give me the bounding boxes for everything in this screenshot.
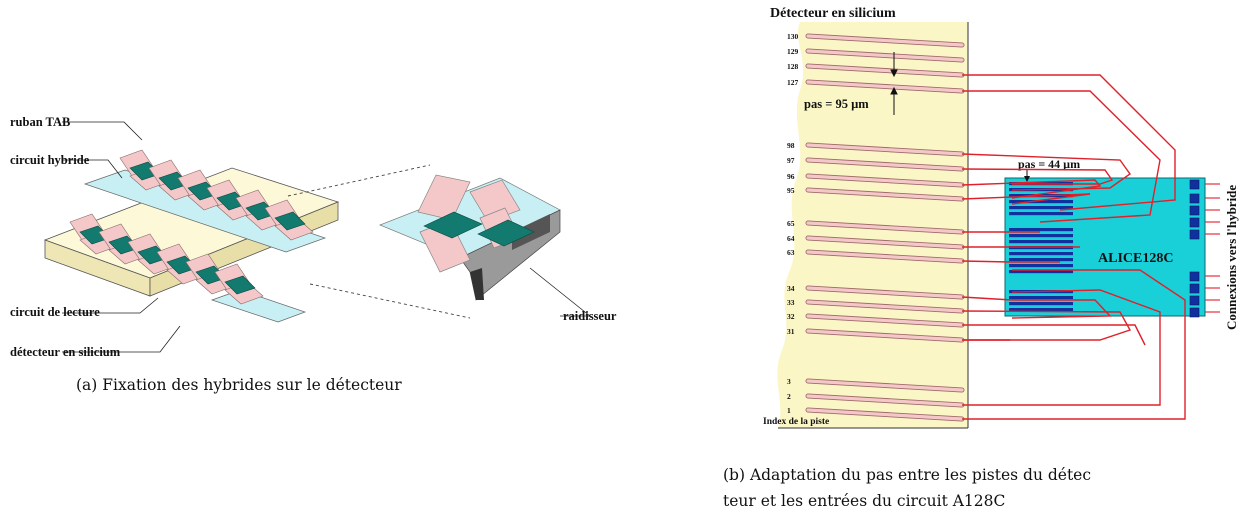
strip (806, 188, 964, 201)
strip (806, 221, 964, 234)
strip-number: 130 (787, 32, 799, 41)
output-pad (1189, 229, 1200, 240)
routing-wire (962, 324, 1146, 346)
leader-lines (62, 121, 181, 353)
strip-number: 97 (787, 156, 795, 165)
routing-wire (962, 289, 1161, 406)
strip-number: 98 (787, 141, 795, 150)
routing-wires (961, 74, 1186, 420)
strip-number: 65 (787, 219, 795, 228)
strip-number: 33 (787, 298, 795, 307)
bond-pad (1009, 212, 1073, 216)
strip (806, 64, 964, 77)
strip (806, 158, 964, 171)
chip-label: ALICE128C (1098, 251, 1173, 266)
output-pad (1189, 179, 1200, 190)
strip (806, 49, 964, 62)
strip-number: 2 (787, 392, 791, 401)
hybrid-circuit-upper (83, 169, 327, 253)
strip-number: 63 (787, 248, 795, 257)
label-circuit-lecture: circuit de lecture (10, 305, 100, 319)
detector-strips (805, 33, 965, 422)
strip (806, 80, 964, 93)
bond-pad (1009, 200, 1073, 204)
hybrid-mount-figure: ruban TAB circuit hybride circuit de lec… (10, 115, 617, 359)
index-label: Index de la piste (763, 417, 829, 427)
label-raidisseur: raidisseur (563, 309, 617, 323)
strip (806, 174, 964, 187)
routing-wire (962, 74, 1176, 211)
chip-output-pads (1189, 179, 1220, 318)
strip (806, 329, 964, 342)
output-pad (1189, 271, 1200, 282)
pitch-adaptation-figure: Détecteur en silicium 130 129 128 127 98 97 96… (763, 6, 1239, 429)
routing-wire (961, 310, 1132, 341)
strip-number: 96 (787, 172, 795, 181)
routing-wire (961, 193, 1091, 205)
label-circuit-hybride: circuit hybride (10, 153, 90, 167)
strip (806, 408, 964, 421)
strip (806, 250, 964, 263)
zoom-inset (379, 174, 591, 317)
bond-pad (1009, 228, 1073, 232)
strip (806, 394, 964, 407)
strip (806, 286, 964, 299)
detector-title: Détecteur en silicium (770, 6, 896, 21)
readout-chip (224, 275, 256, 295)
strip (806, 300, 964, 313)
tab-row-lower (69, 213, 264, 305)
strip (806, 143, 964, 156)
bond-pad (1009, 302, 1073, 306)
strip-number: 34 (787, 284, 795, 293)
bond-pad (1009, 264, 1073, 268)
output-pad (1189, 205, 1200, 216)
pitch-95-marker (890, 52, 898, 115)
output-pad (1189, 283, 1200, 294)
routing-wire (961, 168, 1114, 185)
strip (806, 379, 964, 392)
bond-pad (1009, 206, 1073, 210)
bond-pad (1009, 296, 1073, 300)
label-detecteur: détecteur en silicium (10, 345, 121, 359)
output-pad (1189, 307, 1200, 318)
strip-number: 32 (787, 312, 795, 321)
pitch-44-label: pas = 44 µm (1018, 157, 1080, 171)
strip (806, 314, 964, 327)
routing-wire (961, 260, 1060, 263)
strip-number: 95 (787, 186, 795, 195)
bond-pad (1009, 308, 1073, 312)
caption-b-line1: (b) Adaptation du pas entre les pistes d… (723, 466, 1092, 484)
output-pad (1189, 193, 1200, 204)
bond-pad (1009, 270, 1073, 274)
strip-number: 129 (787, 47, 799, 56)
caption-a: (a) Fixation des hybrides sur le détecte… (76, 376, 402, 394)
output-pad (1189, 295, 1200, 306)
output-pad (1189, 217, 1200, 228)
strip-number: 128 (787, 62, 799, 71)
strip-number: 31 (787, 327, 795, 336)
pitch-95-label: pas = 95 µm (804, 97, 869, 111)
bond-pad (1009, 234, 1073, 238)
routing-wire (961, 296, 1112, 319)
side-connection-label: Connexions vers l'hybride (1224, 185, 1239, 330)
strip-number: 3 (787, 377, 791, 386)
routing-wire (962, 90, 1161, 223)
strip (806, 236, 964, 249)
strip (806, 34, 964, 47)
label-ruban-tab: ruban TAB (10, 115, 70, 129)
routing-wire (961, 179, 1102, 199)
strip-number: 1 (787, 406, 791, 415)
bond-pad (1009, 252, 1073, 256)
routing-wire (962, 269, 1186, 420)
bond-pad (1009, 240, 1073, 244)
strip-number: 64 (787, 234, 795, 243)
readout-chip (274, 211, 306, 231)
strip-number: 127 (787, 78, 799, 87)
caption-b-line2: teur et les entrées du circuit A128C (723, 492, 1006, 510)
bond-pad (1009, 258, 1073, 262)
tab-row-upper (119, 149, 314, 241)
